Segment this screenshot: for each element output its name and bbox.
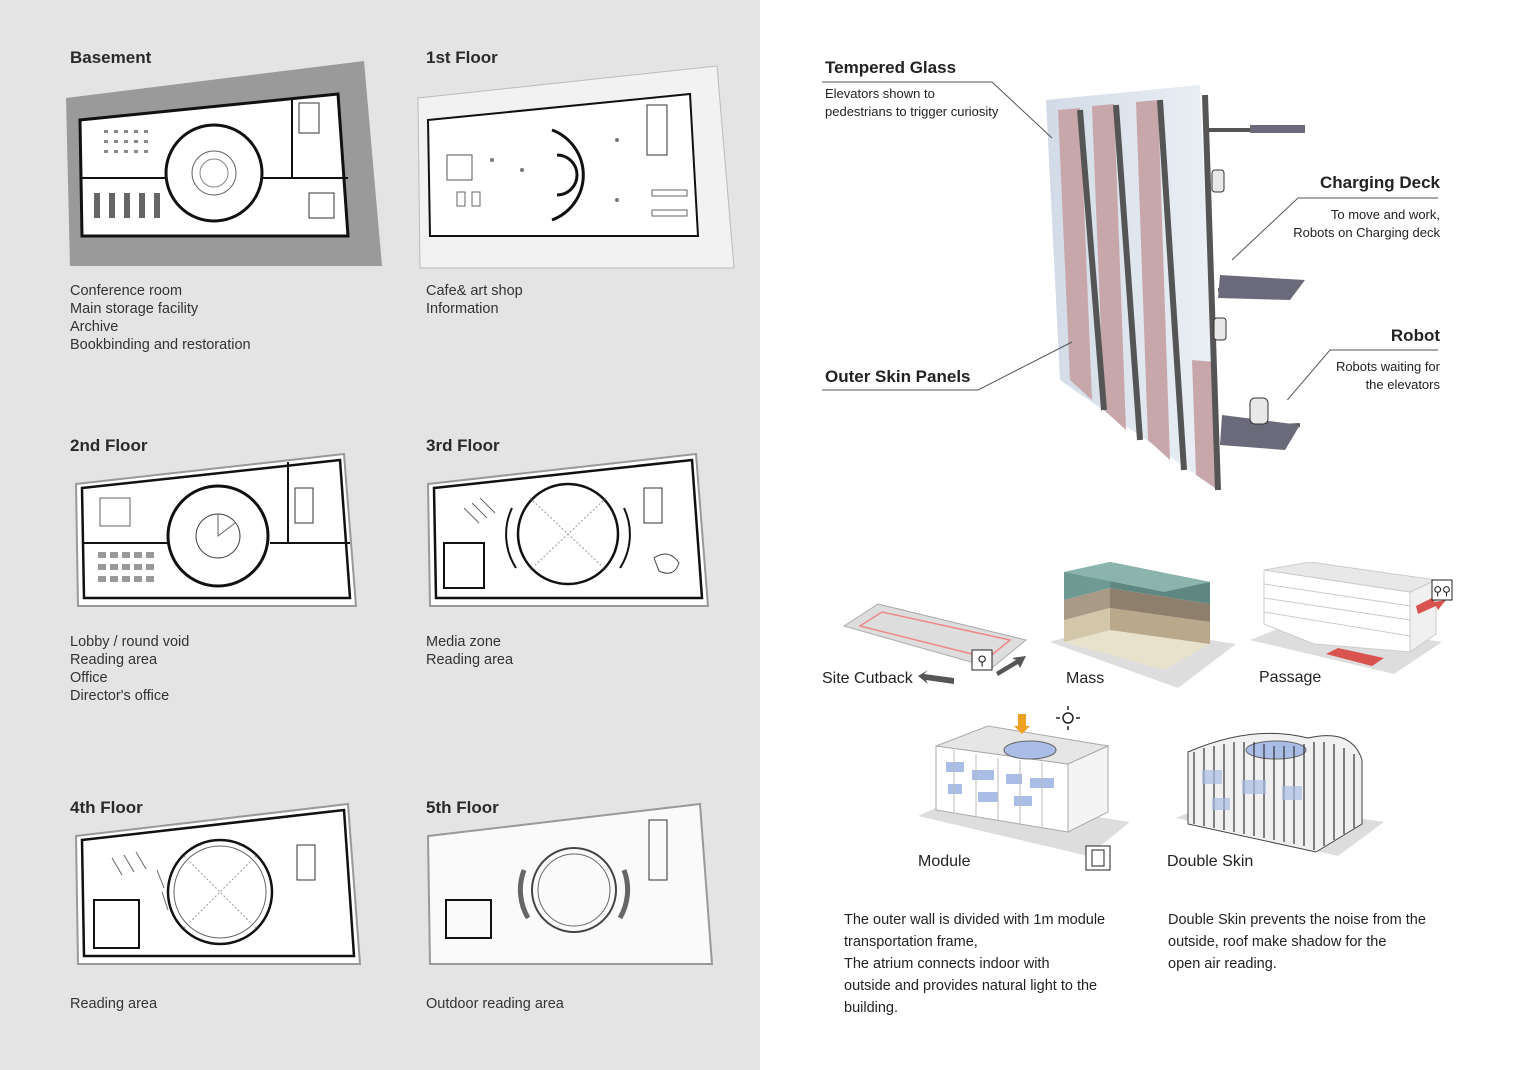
paragraph-module: The outer wall is divided with 1m module… <box>844 909 1105 1019</box>
paragraph-line: outside, roof make shadow for the <box>1168 934 1387 950</box>
svg-text:⚲: ⚲ <box>977 654 987 669</box>
floor-title-3rd: 3rd Floor <box>426 436 500 455</box>
mass-diagram <box>1050 562 1236 688</box>
floor-item: Reading area <box>70 996 158 1012</box>
paragraph-line: Double Skin prevents the noise from the <box>1168 912 1426 928</box>
paragraph-line: transportation frame, <box>844 934 978 950</box>
callout-robot-title: Robot <box>1390 326 1440 345</box>
floor-title-4th: 4th Floor <box>70 798 143 817</box>
callout-robot-text: Robots waiting for the elevators <box>1335 359 1440 392</box>
basement-plan <box>66 61 382 266</box>
floor-item: Bookbinding and restoration <box>70 337 251 353</box>
floor-item: Reading area <box>70 652 158 668</box>
floor-title-1st: 1st Floor <box>426 48 498 67</box>
module-diagram <box>918 706 1130 871</box>
floor-item: Outdoor reading area <box>426 996 564 1012</box>
floor-title-2nd: 2nd Floor <box>70 436 148 455</box>
label-site-cutback: Site Cutback <box>822 670 913 687</box>
floor-desc-5th: Outdoor reading area <box>426 995 564 1013</box>
floor-item: Media zone <box>426 634 501 650</box>
floor-item: Director's office <box>70 688 170 704</box>
callout-charging-deck-text: To move and work, Robots on Charging dec… <box>1293 207 1440 240</box>
first-floor-plan <box>417 65 735 269</box>
fourth-floor-plan <box>74 802 362 965</box>
callout-charging-deck-title: Charging Deck <box>1320 173 1440 192</box>
callout-tempered-glass-text: Elevators shown to pedestrians to trigge… <box>825 86 999 119</box>
floor-item: Cafe& art shop <box>426 283 523 299</box>
double-skin-diagram <box>1176 732 1384 856</box>
callout-outer-skin-title: Outer Skin Panels <box>825 367 971 386</box>
label-module: Module <box>918 853 971 870</box>
floor-item: Office <box>70 670 108 686</box>
callout-tempered-glass-title: Tempered Glass <box>825 58 957 77</box>
floor-item: Information <box>426 301 499 317</box>
floor-title-5th: 5th Floor <box>426 798 499 817</box>
fifth-floor-plan <box>426 802 714 965</box>
label-mass: Mass <box>1066 670 1105 687</box>
paragraph-line: The atrium connects indoor with <box>844 956 1050 972</box>
facade-illustration <box>1046 85 1305 491</box>
floor-desc-basement: Conference room Main storage facility Ar… <box>70 282 251 354</box>
floor-desc-4th: Reading area <box>70 995 157 1013</box>
third-floor-plan <box>426 452 710 607</box>
paragraph-line: open air reading. <box>1168 956 1277 972</box>
paragraph-line: building. <box>844 1000 899 1016</box>
floor-item: Conference room <box>70 283 183 299</box>
label-passage: Passage <box>1259 669 1322 686</box>
floor-item: Lobby / round void <box>70 634 190 650</box>
floor-item: Main storage facility <box>70 301 199 317</box>
second-floor-plan <box>74 452 358 607</box>
callout-leader-lines <box>822 81 1438 400</box>
paragraph-line: The outer wall is divided with 1m module <box>844 912 1106 928</box>
label-double-skin: Double Skin <box>1167 853 1254 870</box>
floor-desc-1st: Cafe& art shop Information <box>426 282 523 318</box>
floor-item: Archive <box>70 319 119 335</box>
floor-desc-2nd: Lobby / round void Reading area Office D… <box>70 633 189 705</box>
passage-diagram: ⚲⚲ <box>1250 562 1453 674</box>
floor-desc-3rd: Media zone Reading area <box>426 633 513 669</box>
svg-text:⚲⚲: ⚲⚲ <box>1433 584 1451 598</box>
paragraph-line: outside and provides natural light to th… <box>844 978 1098 994</box>
floor-title-basement: Basement <box>70 48 152 67</box>
site-cutback-diagram: ⚲ <box>842 603 1028 684</box>
floor-item: Reading area <box>426 652 514 668</box>
paragraph-double-skin: Double Skin prevents the noise from the … <box>1168 909 1426 975</box>
